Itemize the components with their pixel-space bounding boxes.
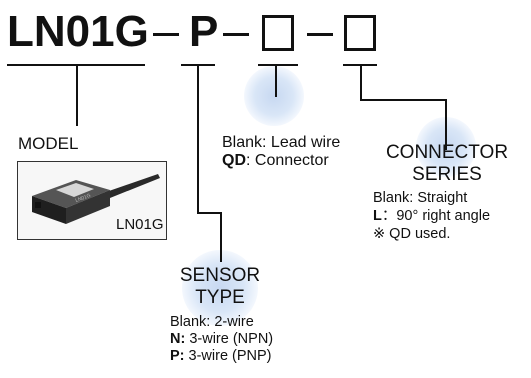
cable-option-qd-text: : Connector [246, 152, 329, 169]
sensor-device-image: LN01G [32, 174, 160, 224]
cable-leader-line [275, 64, 277, 97]
sensor-option-p-text: 3-wire (PNP) [184, 348, 272, 364]
type-leader-horizontal [197, 212, 221, 214]
sensor-option-n-text: 3-wire (NPN) [185, 331, 274, 347]
separator-dash-3 [307, 33, 333, 36]
connector-option-note: ※ QD used. [373, 226, 451, 242]
connector-code-box [344, 15, 376, 51]
type-code: P [189, 7, 219, 56]
model-image-caption: LN01G [116, 216, 164, 233]
cable-underline [258, 64, 298, 66]
connector-option-l: L：90° right angle [373, 208, 490, 225]
connector-leader-horizontal [360, 99, 446, 101]
connector-option-l-text: ：90° right angle [381, 208, 491, 224]
connector-heading-line2: SERIES [412, 164, 482, 185]
model-heading: MODEL [18, 134, 79, 153]
sensor-option-blank: Blank: 2-wire [170, 314, 254, 330]
cable-option-qd: QD: Connector [222, 151, 329, 171]
cable-option-blank: Blank: Lead wire [222, 134, 341, 151]
connector-leader-drop [445, 99, 447, 150]
sensor-option-n: N: 3-wire (NPN) [170, 331, 273, 348]
model-code: LN01G [7, 7, 149, 56]
sensor-option-p-code: P: [170, 348, 185, 364]
model-photo: LN01G LN01G [17, 161, 167, 240]
cable-code-box [262, 15, 294, 51]
sensor-heading-line1: SENSOR [179, 265, 261, 286]
connector-option-l-code: L [373, 208, 382, 224]
connector-leader-vertical [360, 64, 362, 100]
separator-dash-2 [223, 33, 249, 36]
cable-highlight-circle [244, 66, 304, 126]
type-leader-drop [220, 212, 222, 262]
type-leader-vertical [197, 64, 199, 213]
model-leader-line [76, 64, 78, 126]
sensor-heading-line2: TYPE [195, 287, 245, 308]
sensor-option-p: P: 3-wire (PNP) [170, 348, 272, 365]
connector-option-blank: Blank: Straight [373, 190, 468, 206]
connector-heading-line1: CONNECTOR [385, 142, 509, 163]
sensor-highlight-circle [182, 250, 258, 326]
separator-dash-1 [153, 33, 179, 36]
sensor-option-n-code: N: [170, 331, 186, 347]
cable-option-qd-code: QD [222, 152, 246, 169]
device-label: LN01G [75, 193, 92, 204]
